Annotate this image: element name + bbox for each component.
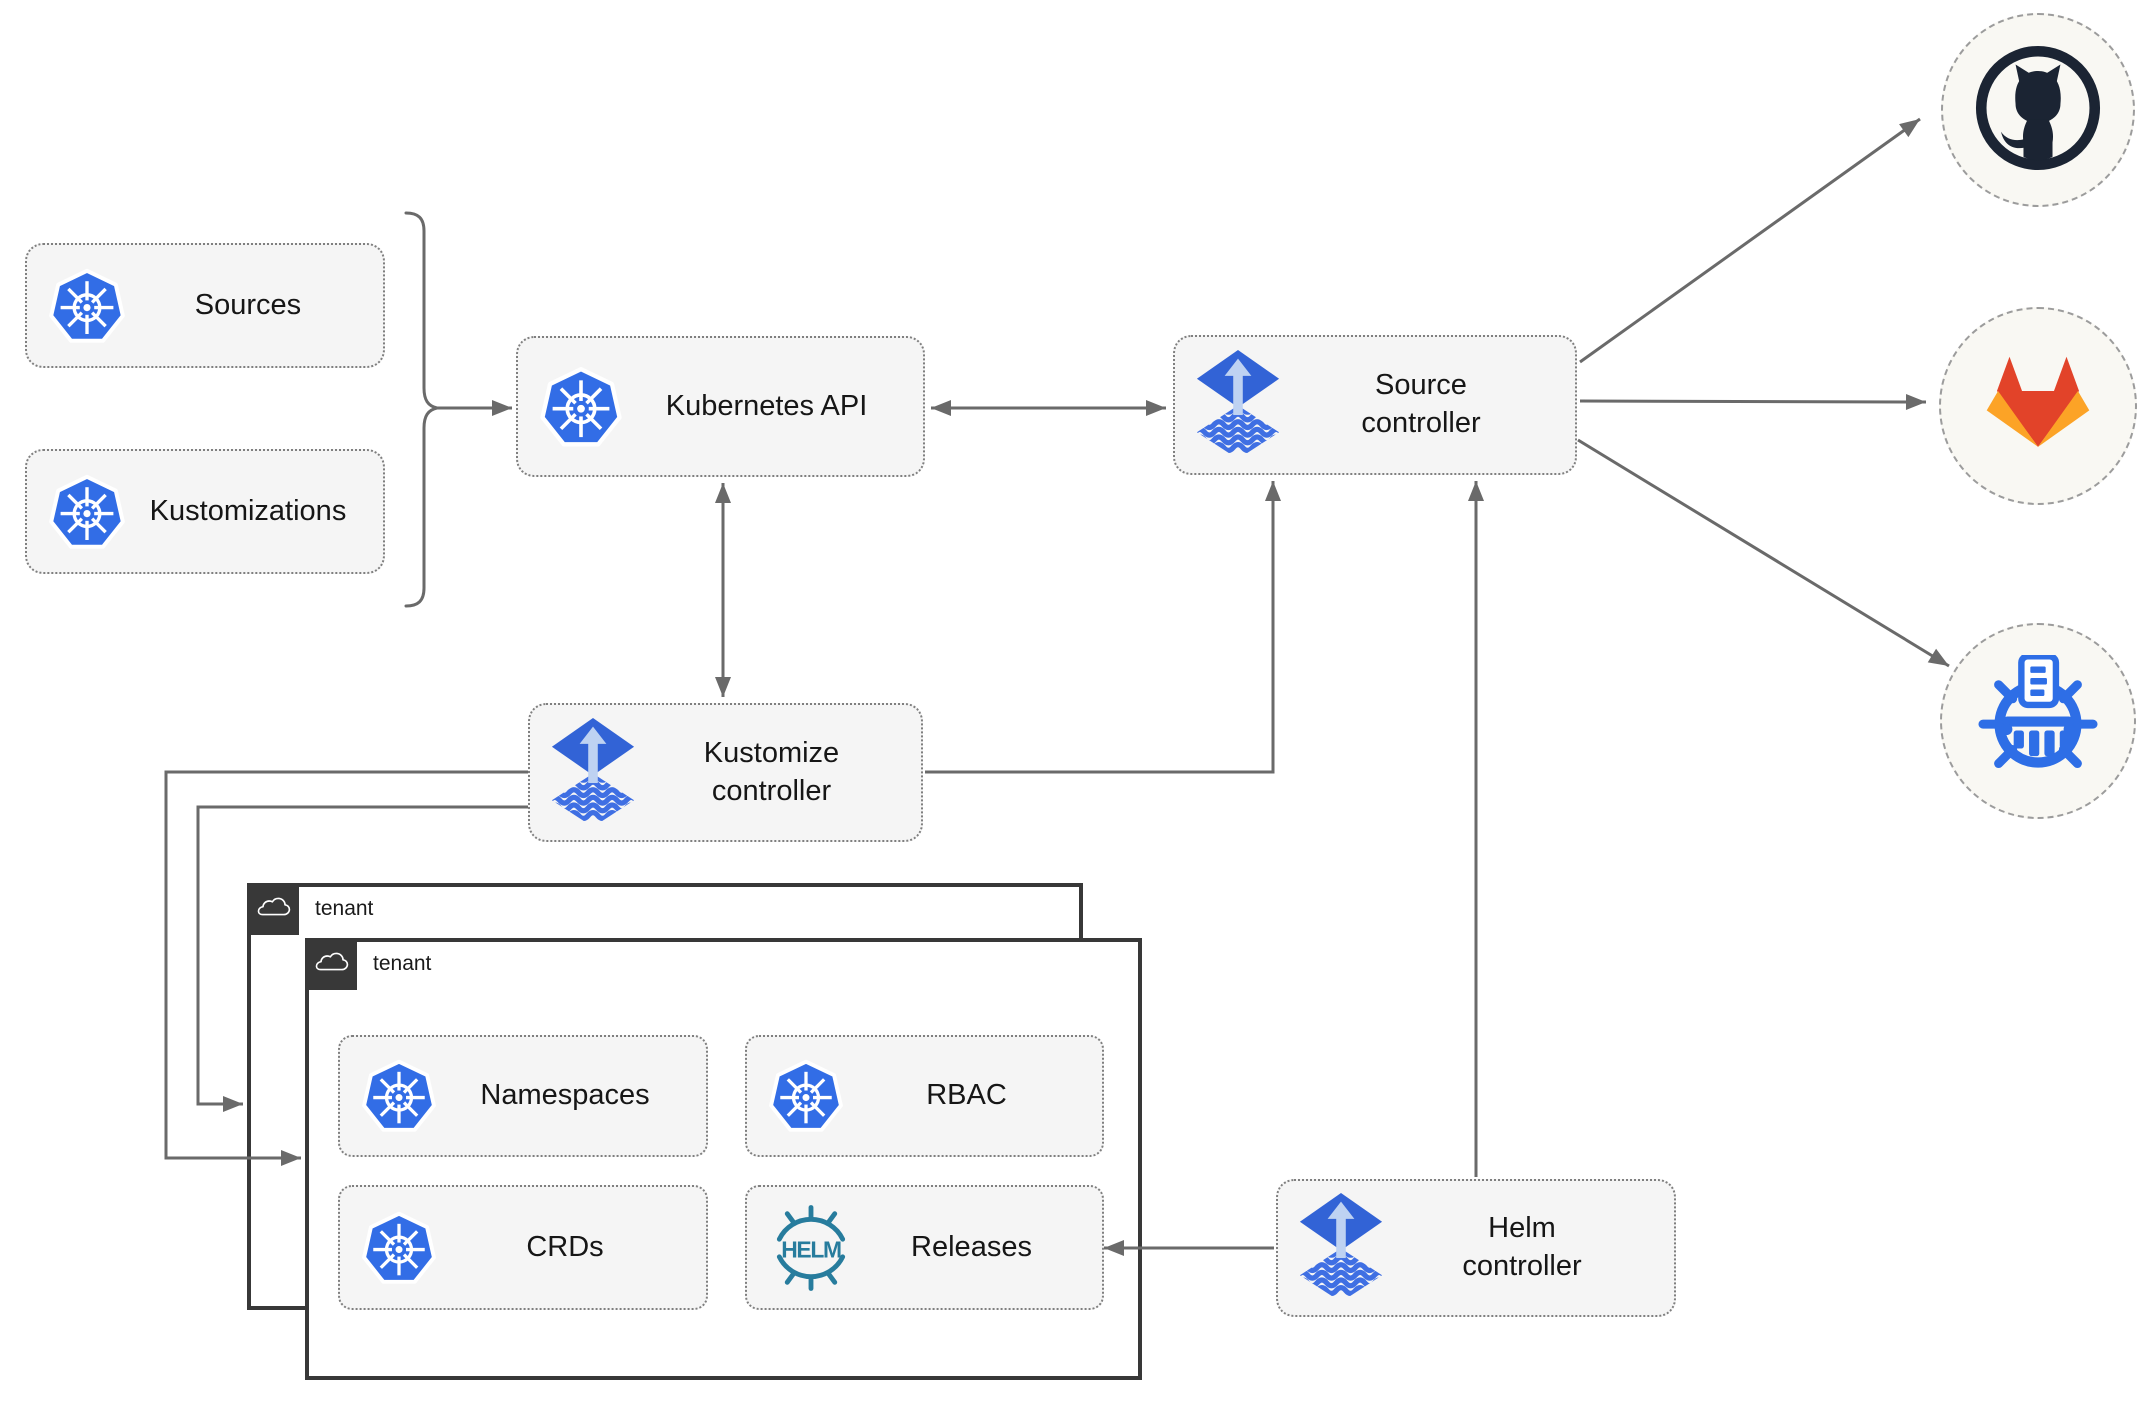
node-label: Helm controller <box>1462 1212 1582 1282</box>
kubernetes-icon <box>47 266 127 346</box>
node-label: Source controller <box>1361 369 1481 439</box>
endpoint-chartmuseum <box>1940 623 2136 819</box>
group-tenant-front: tenant Namespaces RBAC CRDs Releases <box>305 938 1142 1380</box>
github-icon <box>1972 42 2104 179</box>
flux-icon <box>1298 1193 1384 1303</box>
kubernetes-icon <box>47 472 127 552</box>
brace-sources-kustomizations <box>404 211 438 608</box>
node-label: Kustomize controller <box>703 736 840 807</box>
kubernetes-icon <box>538 364 624 450</box>
node-kubernetes-api: Kubernetes API <box>516 336 925 477</box>
node-source-controller: Source controller <box>1173 335 1577 475</box>
kubernetes-icon <box>767 1057 845 1135</box>
flux-icon <box>550 718 636 828</box>
chartmuseum-icon <box>1974 655 2102 788</box>
kubernetes-icon <box>360 1209 438 1287</box>
node-rbac: RBAC <box>745 1035 1104 1157</box>
tenant-badge <box>305 938 357 990</box>
edge-kustomize-to-source-controller <box>925 481 1281 774</box>
node-kustomizations: Kustomizations <box>25 449 385 574</box>
node-label: Kubernetes API <box>665 389 868 422</box>
edge-source-controller-to-gitlab <box>1579 393 1927 410</box>
node-helm-controller: Helm controller <box>1276 1179 1676 1317</box>
node-label: Kustomizations <box>149 494 347 527</box>
tenant-label: tenant <box>373 952 432 975</box>
node-namespaces: Namespaces <box>338 1035 708 1157</box>
node-label: CRDs <box>526 1230 604 1263</box>
node-label: Sources <box>194 288 302 321</box>
node-label: Namespaces <box>480 1079 650 1112</box>
gitlab-icon <box>1981 352 2095 460</box>
edge-source-controller-to-chartmuseum <box>1577 438 1950 668</box>
flux-icon <box>1195 350 1281 460</box>
edge-source-controller-to-github <box>1579 117 1921 364</box>
node-label: Releases <box>911 1230 1032 1263</box>
cloud-icon <box>254 895 292 924</box>
tenant-badge <box>247 883 299 935</box>
node-releases: Releases <box>745 1185 1104 1310</box>
cloud-icon <box>312 950 350 979</box>
tenant-label: tenant <box>315 897 374 920</box>
node-crds: CRDs <box>338 1185 708 1310</box>
node-kustomize-controller: Kustomize controller <box>528 703 923 842</box>
node-label: RBAC <box>926 1079 1007 1112</box>
kubernetes-icon <box>360 1057 438 1135</box>
endpoint-gitlab <box>1939 307 2137 505</box>
endpoint-github <box>1941 13 2135 207</box>
node-sources: Sources <box>25 243 385 368</box>
helm-logo-icon <box>767 1204 855 1292</box>
